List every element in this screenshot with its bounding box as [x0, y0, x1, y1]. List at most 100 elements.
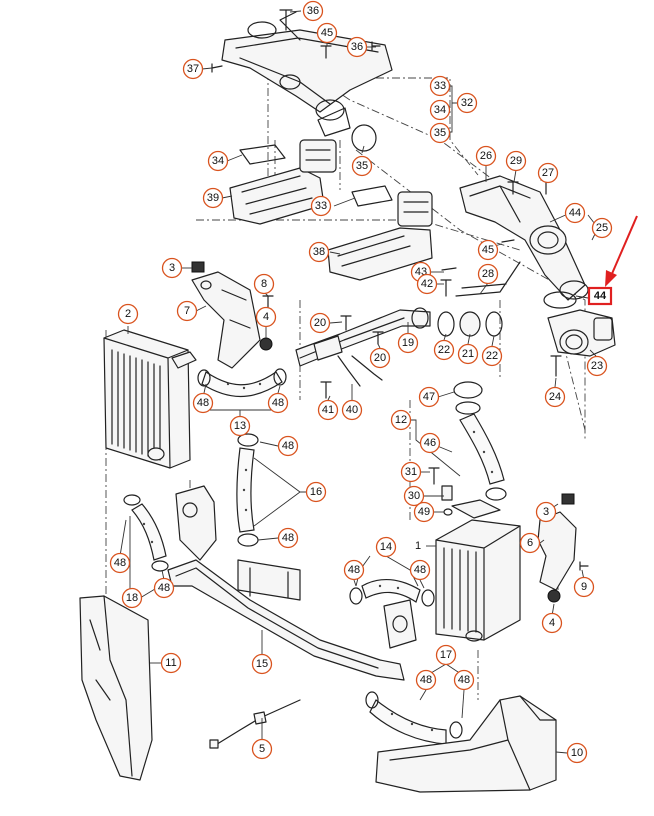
- callout-30: 30: [403, 485, 425, 507]
- callout-37: 37: [182, 58, 204, 80]
- svg-text:48: 48: [272, 397, 284, 409]
- bush-4-upper: [259, 337, 273, 351]
- svg-text:14: 14: [380, 541, 392, 553]
- svg-text:37: 37: [187, 63, 199, 75]
- intake-gasket-34-upper: [239, 144, 286, 165]
- svg-text:22: 22: [486, 350, 498, 362]
- callout-39: 39: [202, 187, 224, 209]
- callout-3: 3: [535, 501, 557, 523]
- callout-34: 34: [429, 99, 451, 121]
- svg-text:48: 48: [158, 582, 170, 594]
- svg-text:41: 41: [322, 404, 334, 416]
- highlight-callout-44: 44: [575, 286, 613, 306]
- callout-24: 24: [544, 386, 566, 408]
- callout-48: 48: [267, 392, 289, 414]
- svg-text:45: 45: [321, 27, 333, 39]
- callout-14: 14: [375, 536, 397, 558]
- throttle-elbow-25: [459, 175, 589, 301]
- svg-text:48: 48: [458, 674, 470, 686]
- svg-text:45: 45: [482, 244, 494, 256]
- bolts-top: [211, 9, 381, 73]
- callout-48: 48: [277, 527, 299, 549]
- callout-22: 22: [433, 339, 455, 361]
- hose-13: [197, 368, 287, 398]
- svg-text:20: 20: [314, 317, 326, 329]
- callout-48: 48: [277, 435, 299, 457]
- callout-3: 3: [161, 257, 183, 279]
- air-guide-11: [79, 595, 153, 781]
- callout-38: 38: [308, 241, 330, 263]
- hose-16: [236, 433, 259, 547]
- svg-text:48: 48: [414, 564, 426, 576]
- callout-28: 28: [477, 263, 499, 285]
- callout-26: 26: [475, 145, 497, 167]
- svg-text:23: 23: [591, 360, 603, 372]
- bracket-7: [191, 271, 261, 369]
- callout-4: 4: [541, 612, 563, 634]
- hose-14: [349, 579, 435, 607]
- svg-text:1: 1: [415, 540, 421, 552]
- callout-5: 5: [251, 738, 273, 760]
- callout-29: 29: [505, 150, 527, 172]
- callout-32: 32: [456, 92, 478, 114]
- callout-20: 20: [369, 347, 391, 369]
- callout-48: 48: [409, 559, 431, 581]
- svg-text:13: 13: [234, 420, 246, 432]
- svg-text:35: 35: [356, 160, 368, 172]
- svg-text:3: 3: [169, 262, 175, 274]
- callout-48: 48: [109, 552, 131, 574]
- pipe-19: [295, 309, 431, 367]
- callout-48: 48: [192, 392, 214, 414]
- svg-text:39: 39: [207, 192, 219, 204]
- svg-text:49: 49: [418, 506, 430, 518]
- callout-40: 40: [341, 399, 363, 421]
- svg-text:34: 34: [434, 104, 446, 116]
- svg-text:36: 36: [307, 5, 319, 17]
- bush-4-lower: [547, 589, 561, 603]
- intake-gasket-34-mid: [351, 185, 393, 207]
- callout-49: 49: [413, 501, 435, 523]
- callout-31: 31: [400, 461, 422, 483]
- bolts-20: [340, 315, 384, 345]
- callout-48: 48: [453, 669, 475, 691]
- svg-text:20: 20: [374, 352, 386, 364]
- svg-text:7: 7: [184, 305, 190, 317]
- callout-20: 20: [309, 312, 331, 334]
- svg-text:17: 17: [440, 649, 452, 661]
- callout-21: 21: [457, 343, 479, 365]
- svg-text:29: 29: [510, 155, 522, 167]
- svg-text:48: 48: [420, 674, 432, 686]
- callout-35: 35: [429, 122, 451, 144]
- callout-44: 44: [564, 202, 586, 224]
- svg-text:42: 42: [421, 278, 433, 290]
- svg-text:38: 38: [313, 246, 325, 258]
- callout-47: 47: [418, 386, 440, 408]
- intercooler-left-2: [103, 329, 197, 469]
- red-pointer-arrow: [605, 215, 638, 287]
- svg-text:8: 8: [261, 278, 267, 290]
- bush-3-upper: [191, 261, 205, 273]
- callout-22: 22: [481, 345, 503, 367]
- callout-2: 2: [117, 303, 139, 325]
- svg-text:15: 15: [256, 658, 268, 670]
- callout-4: 4: [255, 306, 277, 328]
- throttle-body-23: [547, 309, 616, 357]
- svg-text:48: 48: [197, 397, 209, 409]
- callout-36: 36: [302, 0, 324, 22]
- svg-text:18: 18: [126, 592, 138, 604]
- svg-text:46: 46: [424, 437, 436, 449]
- svg-text:35: 35: [434, 127, 446, 139]
- callout-15: 15: [251, 653, 273, 675]
- callout-48: 48: [343, 559, 365, 581]
- svg-text:4: 4: [263, 311, 269, 323]
- callout-27: 27: [537, 162, 559, 184]
- callout-45: 45: [316, 22, 338, 44]
- callout-41: 41: [317, 399, 339, 421]
- svg-text:25: 25: [596, 222, 608, 234]
- svg-text:32: 32: [461, 97, 473, 109]
- svg-text:9: 9: [581, 581, 587, 593]
- callout-34: 34: [207, 150, 229, 172]
- clamp-47: [453, 381, 483, 399]
- callout-17: 17: [435, 644, 457, 666]
